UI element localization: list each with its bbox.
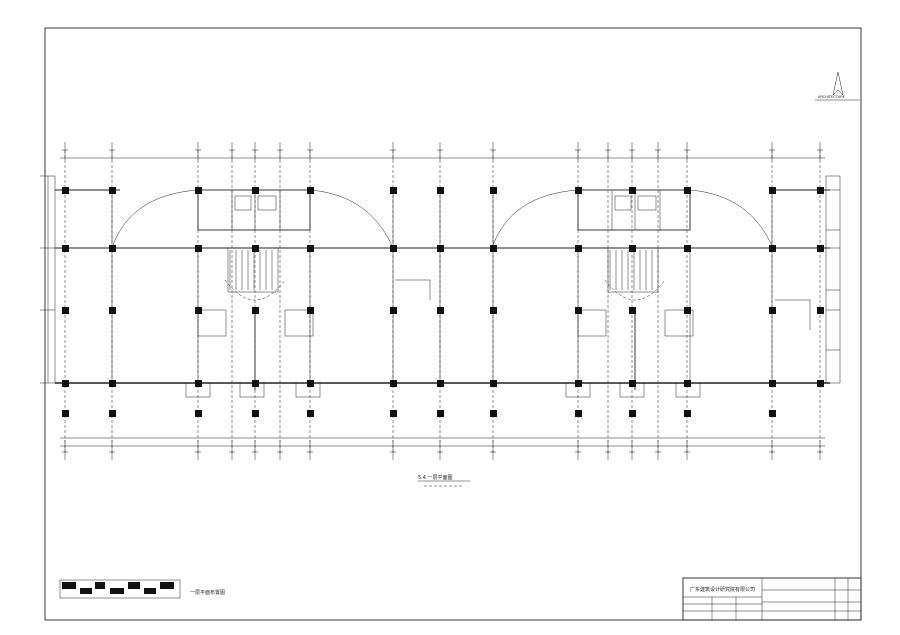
- structural-column: [769, 380, 776, 387]
- structural-column: [390, 187, 397, 194]
- structural-column: [390, 410, 397, 417]
- small-room: [664, 309, 694, 337]
- structural-column: [490, 187, 497, 194]
- title-block: 广东建筑设计研究院有限公司: [682, 577, 862, 621]
- structural-column: [109, 187, 116, 194]
- plan-drawing: [40, 142, 841, 460]
- structural-column: [62, 307, 69, 314]
- structural-column: [195, 245, 202, 252]
- core-rooms: [197, 189, 311, 231]
- structural-column: [490, 380, 497, 387]
- north-arrow: ARCHITECTURE: [815, 71, 860, 101]
- structural-column: [575, 187, 582, 194]
- door-swing: [395, 279, 431, 300]
- structural-column: [490, 307, 497, 314]
- structural-column: [769, 245, 776, 252]
- small-room: [284, 309, 314, 337]
- structural-column: [684, 410, 691, 417]
- canopy-curve: [111, 189, 199, 249]
- structural-column: [109, 380, 116, 387]
- plan-caption-text: 5.4.一层平面图: [418, 475, 453, 481]
- structural-column: [307, 187, 314, 194]
- structural-column: [252, 307, 259, 314]
- structural-column: [629, 307, 636, 314]
- north-stamp-label: ARCHITECTURE: [818, 95, 845, 99]
- structural-column: [575, 245, 582, 252]
- structural-column: [490, 410, 497, 417]
- structural-column: [62, 410, 69, 417]
- structural-column: [109, 410, 116, 417]
- structural-column: [195, 380, 202, 387]
- lift-shaft: [637, 195, 657, 211]
- structural-column: [575, 380, 582, 387]
- structural-column: [437, 187, 444, 194]
- structural-column: [817, 380, 824, 387]
- structural-column: [307, 307, 314, 314]
- structural-column: [769, 307, 776, 314]
- lift-shaft: [234, 195, 252, 211]
- structural-column: [252, 410, 259, 417]
- structural-column: [769, 410, 776, 417]
- structural-column: [629, 245, 636, 252]
- structural-column: [62, 380, 69, 387]
- company-name: 广东建筑设计研究院有限公司: [690, 586, 755, 593]
- small-room: [197, 309, 227, 337]
- structural-column: [390, 380, 397, 387]
- structural-column: [252, 187, 259, 194]
- canopy-curve: [309, 189, 394, 249]
- structural-column: [490, 245, 497, 252]
- stair-block: [227, 247, 279, 293]
- structural-column: [307, 245, 314, 252]
- small-room: [577, 309, 607, 337]
- structural-column: [109, 307, 116, 314]
- structural-column: [769, 187, 776, 194]
- structural-column: [817, 187, 824, 194]
- structural-column: [437, 380, 444, 387]
- stair-curve: [224, 279, 286, 301]
- stair-curve: [604, 279, 666, 301]
- structural-column: [195, 187, 202, 194]
- structural-column: [684, 187, 691, 194]
- plan-caption: 5.4.一层平面图: [418, 475, 470, 487]
- structural-column: [252, 380, 259, 387]
- structural-column: [252, 245, 259, 252]
- core-rooms: [577, 189, 691, 231]
- structural-column: [307, 380, 314, 387]
- structural-column: [195, 410, 202, 417]
- outer-border: [44, 27, 862, 621]
- lift-shaft: [614, 195, 632, 211]
- stair-block: [607, 247, 659, 293]
- structural-column: [62, 187, 69, 194]
- structural-column: [437, 410, 444, 417]
- structural-column: [575, 410, 582, 417]
- structural-column: [195, 307, 202, 314]
- plan-note: 一层平面布置图: [190, 589, 225, 596]
- structural-column: [629, 380, 636, 387]
- scale-bar: 一层平面布置图: [59, 579, 225, 599]
- structural-column: [684, 380, 691, 387]
- structural-column: [109, 245, 116, 252]
- structural-column: [684, 307, 691, 314]
- structural-column: [390, 245, 397, 252]
- structural-column: [437, 245, 444, 252]
- lift-shaft: [257, 195, 277, 211]
- structural-column: [629, 187, 636, 194]
- structural-column: [390, 307, 397, 314]
- structural-column: [629, 410, 636, 417]
- structural-column: [62, 245, 69, 252]
- structural-column: [307, 410, 314, 417]
- structural-column: [817, 307, 824, 314]
- canopy-curve: [689, 189, 774, 249]
- door-swing: [775, 299, 811, 330]
- structural-column: [437, 307, 444, 314]
- structural-column: [575, 307, 582, 314]
- structural-column: [684, 245, 691, 252]
- canopy-curve: [491, 189, 579, 249]
- structural-column: [817, 245, 824, 252]
